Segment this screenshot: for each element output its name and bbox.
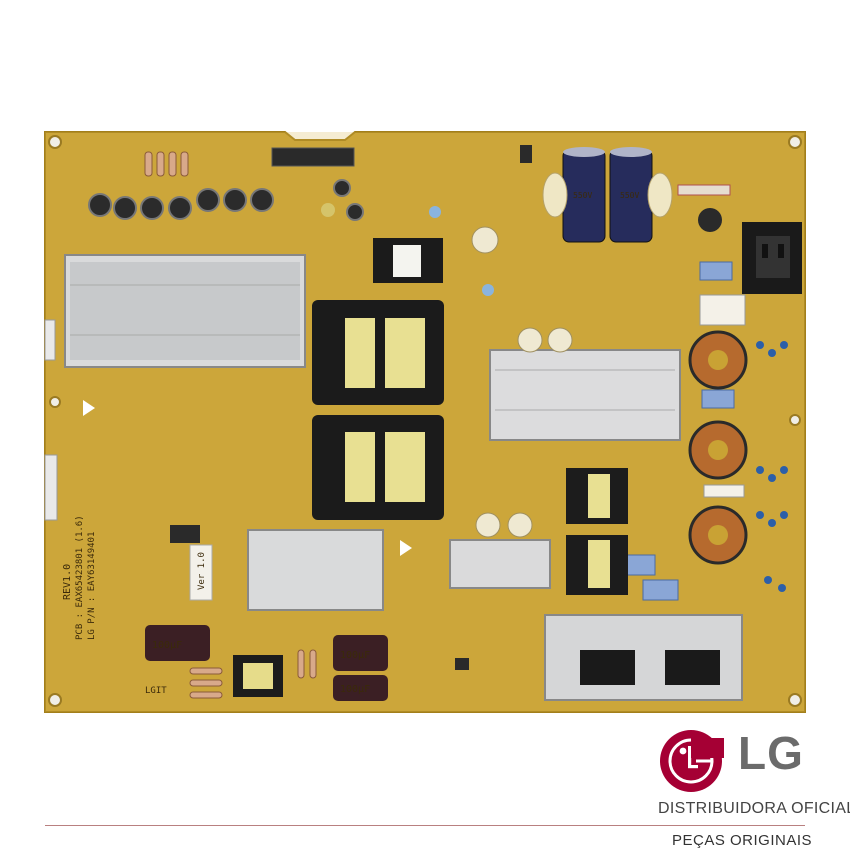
svg-text:100μF: 100μF <box>340 684 370 695</box>
lower-left-heatsink <box>247 529 384 611</box>
ac-socket <box>742 222 802 294</box>
transformer-1 <box>312 300 444 405</box>
svg-text:100μF: 100μF <box>152 640 182 651</box>
svg-text:PCB : EAX65423801 (1.6): PCB : EAX65423801 (1.6) <box>75 515 85 640</box>
lower-transformers <box>566 468 628 595</box>
svg-text:LG P/N : EAY63149401: LG P/N : EAY63149401 <box>87 532 97 640</box>
bottom-capacitors: 100μF 100μF 100μF <box>145 625 388 701</box>
middle-heatsink <box>489 349 681 441</box>
svg-text:LGIT: LGIT <box>145 686 167 696</box>
resistor-array <box>144 151 189 177</box>
svg-text:550V: 550V <box>620 191 639 200</box>
mounting-holes <box>48 135 802 707</box>
svg-text:REV1.0: REV1.0 <box>62 564 73 600</box>
svg-text:100μF: 100μF <box>340 650 370 661</box>
capacitor-row <box>88 179 364 221</box>
small-transformer <box>373 238 443 283</box>
small-heatsink <box>449 539 551 589</box>
svg-text:Ver 1.0: Ver 1.0 <box>197 552 207 590</box>
left-heatsink <box>64 254 306 368</box>
main-capacitors: 550V 550V <box>562 147 653 243</box>
transformer-2 <box>312 415 444 520</box>
bottom-heatsink <box>544 614 743 701</box>
svg-text:550V: 550V <box>573 191 592 200</box>
top-connector <box>271 147 355 167</box>
